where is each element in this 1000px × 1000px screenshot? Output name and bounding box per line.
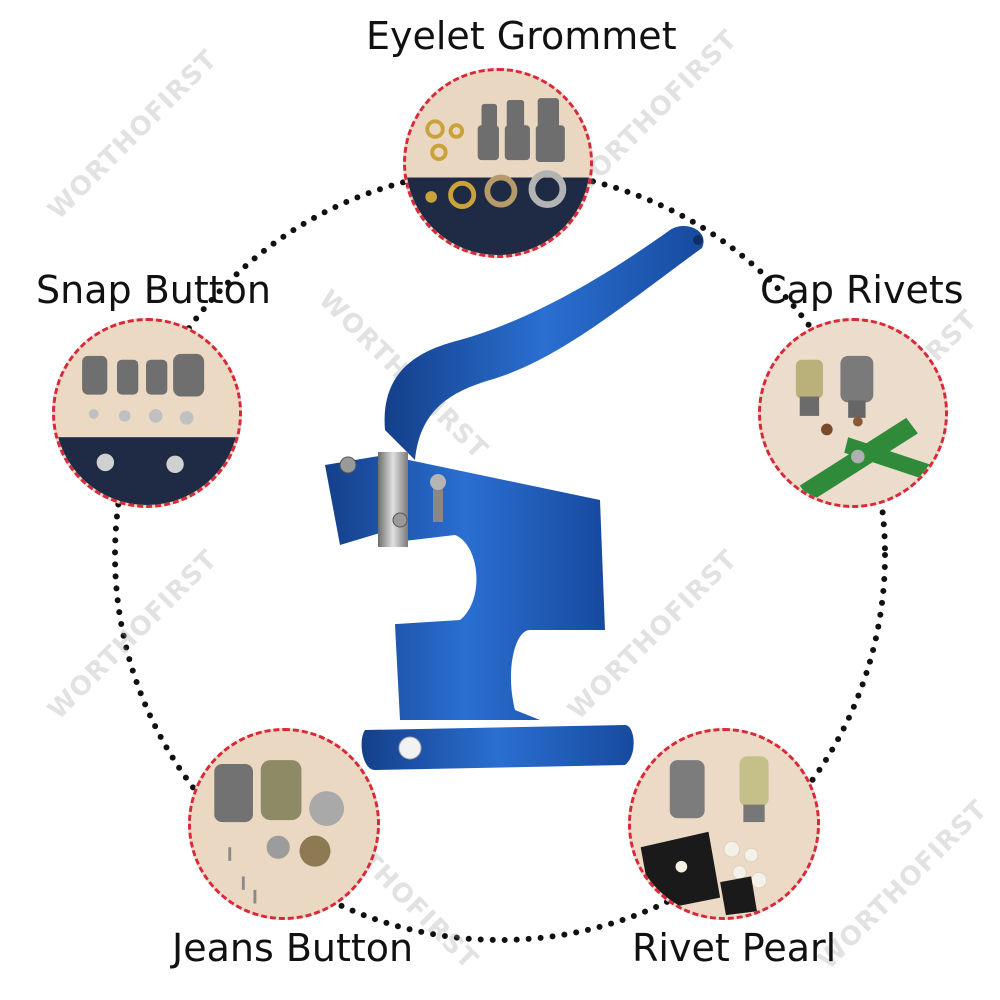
snap-button-photo xyxy=(52,318,242,508)
label-rivet-pearl: Rivet Pearl xyxy=(632,926,837,970)
label-eyelet-grommet: Eyelet Grommet xyxy=(366,14,677,58)
rivet-pearl-photo xyxy=(628,728,820,920)
label-jeans-button: Jeans Button xyxy=(172,926,414,970)
hand-press-machine xyxy=(325,226,704,770)
label-snap-button: Snap Button xyxy=(36,268,271,312)
label-cap-rivets: Cap Rivets xyxy=(760,268,964,312)
jeans-button-photo xyxy=(188,728,380,920)
cap-rivets-photo xyxy=(758,318,948,508)
